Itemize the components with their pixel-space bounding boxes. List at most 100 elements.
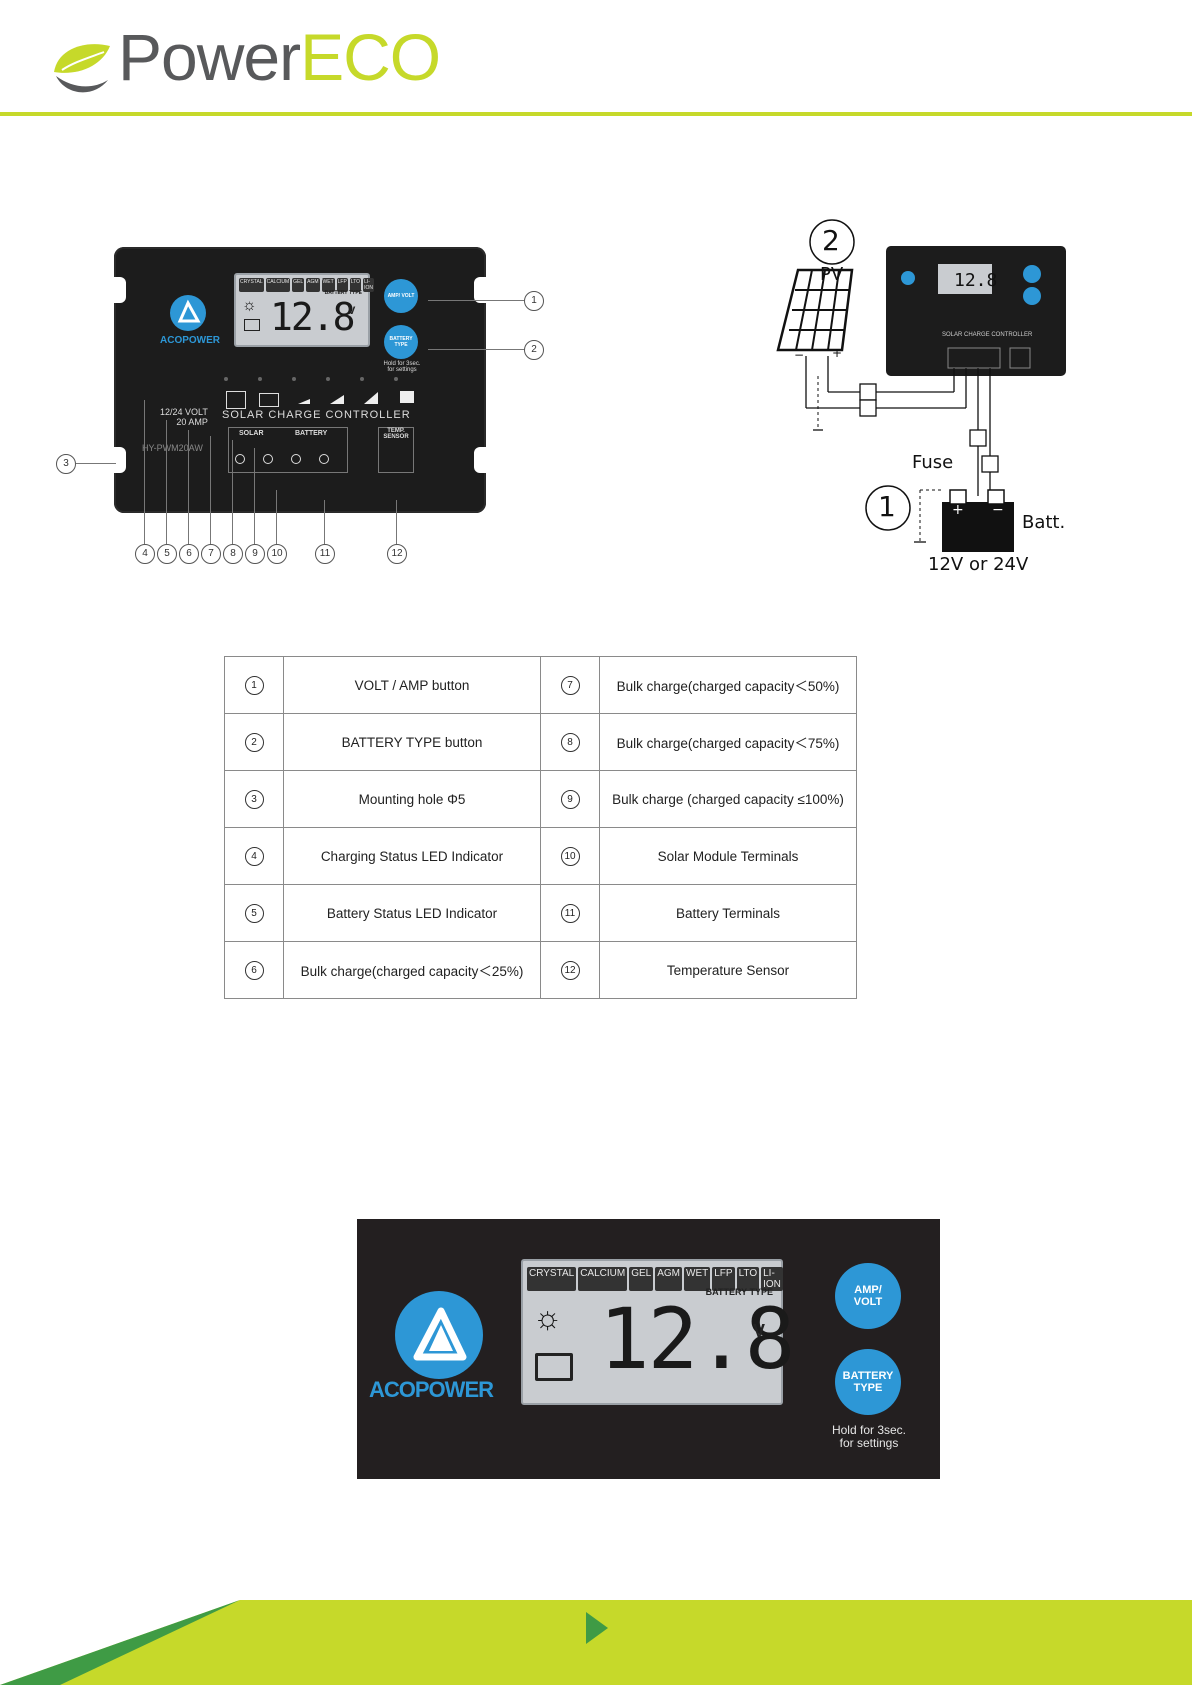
legend-number: 1 [224, 656, 284, 714]
battery-status-icon [259, 393, 279, 407]
legend-description: Bulk charge(charged capacity＜50%) [599, 656, 857, 714]
led [326, 377, 330, 381]
charging-status-icon [226, 391, 246, 409]
hold-hint: Hold for 3sec. for settings [376, 361, 428, 373]
led [360, 377, 364, 381]
callout-1: 1 [524, 291, 544, 311]
temp-sensor-block: TEMP. SENSOR [378, 427, 414, 473]
controller-photo: ACOPOWER CRYSTAL CALCIUM GEL AGM WET LFP… [114, 247, 486, 513]
voltage-reading: 12.8 [270, 295, 356, 339]
leader-line [324, 500, 325, 544]
led-row [224, 377, 404, 387]
type-chip: CALCIUM [265, 278, 291, 292]
hold-hint: Hold for 3sec. for settings [813, 1423, 925, 1451]
battery-icon [535, 1353, 573, 1381]
legend-number: 5 [224, 884, 284, 942]
legend-description: BATTERY TYPE button [283, 713, 541, 771]
amp-volt-label: AMP/ VOLT [387, 293, 415, 299]
leader-line [144, 400, 145, 544]
led [224, 377, 228, 381]
type-chip: CALCIUM [578, 1267, 628, 1291]
leaf-logo-icon [54, 44, 110, 93]
legend-number-circle: 9 [560, 789, 580, 809]
table-row: 3 Mounting hole Φ5 9 Bulk charge (charge… [224, 770, 857, 828]
legend-number-circle: 8 [560, 732, 580, 752]
legend-number: 2 [224, 713, 284, 771]
leader-line [276, 490, 277, 544]
acopower-logo-icon [395, 1291, 483, 1379]
amp-volt-button[interactable]: AMP/ VOLT [384, 279, 418, 313]
type-chip: WET [321, 278, 335, 292]
battery-type-button[interactable]: BATTERY TYPE [835, 1349, 901, 1415]
panel-type-list: CRYSTAL CALCIUM GEL AGM WET LFP LTO LI-I… [527, 1267, 783, 1291]
battery-label: BATTERY [295, 430, 328, 437]
table-row: 4 Charging Status LED Indicator 10 Solar… [224, 827, 857, 885]
leader-line [232, 440, 233, 544]
battery-type-button[interactable]: BATTERY TYPE [384, 325, 418, 359]
brand-power: Power [118, 20, 301, 94]
legend-description: Solar Module Terminals [599, 827, 857, 885]
legend-description: Battery Status LED Indicator [283, 884, 541, 942]
controller-brand: ACOPOWER [160, 335, 220, 346]
fuse-label: Fuse [912, 452, 954, 473]
pv-number: 2 [822, 224, 840, 257]
legend-number: 4 [224, 827, 284, 885]
led [292, 377, 296, 381]
legend-number: 6 [224, 941, 284, 999]
sun-icon: ☼ [242, 297, 257, 314]
brand-eco: ECO [300, 20, 441, 94]
temp-sensor-line2: SENSOR [383, 434, 409, 440]
header-divider [0, 112, 1192, 116]
panel-battery-type-label: BATTERY TYPE [705, 1287, 773, 1297]
battery-minus-terminal [319, 454, 329, 464]
callout-5: 5 [157, 544, 177, 564]
amp-volt-button[interactable]: AMP/ VOLT [835, 1263, 901, 1329]
type-chip: GEL [292, 278, 305, 292]
sun-icon: ☼ [533, 1299, 563, 1335]
legend-number-circle: 7 [560, 675, 580, 695]
callout-9: 9 [245, 544, 265, 564]
table-row: 5 Battery Status LED Indicator 11 Batter… [224, 884, 857, 942]
legend-number-circle: 12 [560, 960, 580, 980]
legend-description: Bulk charge (charged capacity ≤100%) [599, 770, 857, 828]
next-arrow-icon [586, 1612, 608, 1644]
hold-hint-line2: for settings [839, 1436, 899, 1451]
amp-volt-label: AMP/ VOLT [853, 1284, 883, 1308]
leader-line [210, 436, 211, 544]
legend-number-circle: 5 [244, 903, 264, 923]
page-header: PowerECO [0, 0, 1192, 118]
leader-line [254, 448, 255, 544]
type-chip: WET [684, 1267, 711, 1291]
wiring-lines: 12.8 SOLAR CHARGE CONTROLLER [776, 219, 1066, 552]
panel-voltage-unit: V [753, 1321, 766, 1341]
led [258, 377, 262, 381]
callout-6: 6 [179, 544, 199, 564]
legend-number: 10 [540, 827, 600, 885]
battery-number: 1 [878, 490, 896, 523]
callout-12: 12 [387, 544, 407, 564]
voltage-unit: V [348, 305, 356, 317]
legend-description: Temperature Sensor [599, 941, 857, 999]
hold-hint-line1: Hold for 3sec. [831, 1423, 907, 1437]
legend-number: 11 [540, 884, 600, 942]
panel-voltage-reading: 12.8 [599, 1290, 795, 1388]
callout-2: 2 [524, 340, 544, 360]
voltage-label: 12V or 24V [928, 554, 1029, 575]
solar-plus-terminal [235, 454, 245, 464]
hold-hint-line1: Hold for 3sec. [383, 361, 421, 367]
battery-type-button-label: BATTERY TYPE [842, 1370, 894, 1394]
type-chip: LFP [712, 1267, 735, 1291]
mounting-notch [114, 277, 126, 303]
legend-number-circle: 11 [560, 903, 580, 923]
display-panel-closeup: ACOPOWER CRYSTAL CALCIUM GEL AGM WET LFP… [357, 1219, 940, 1479]
callout-8: 8 [223, 544, 243, 564]
lcd-display: CRYSTAL CALCIUM GEL AGM WET LFP LTO LI-I… [234, 273, 374, 347]
pv-label: PV [820, 264, 844, 285]
type-chip: AGM [306, 278, 320, 292]
leader-line [428, 349, 524, 350]
panel-brand: ACOPOWER [369, 1377, 494, 1402]
batt-label: Batt. [1022, 512, 1066, 533]
leader-line [428, 300, 524, 301]
battery-type-list: CRYSTAL CALCIUM GEL AGM WET LFP LTO LI-I… [239, 278, 374, 292]
callout-3: 3 [56, 454, 76, 474]
